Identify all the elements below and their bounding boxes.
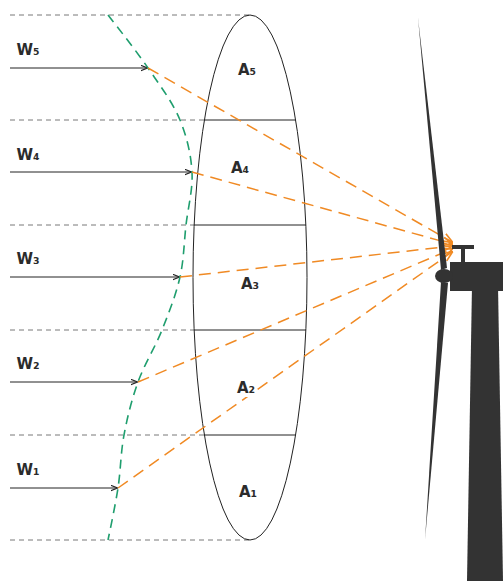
area-band: A₃ bbox=[239, 275, 261, 294]
area-label: A₃ bbox=[239, 275, 261, 294]
rotor-ellipse bbox=[193, 15, 307, 540]
sight-ray bbox=[180, 246, 452, 277]
wind-speed-label: W₅ bbox=[16, 42, 39, 59]
sight-ray bbox=[148, 68, 452, 242]
wind-profile bbox=[108, 15, 192, 540]
area-band: A₅ bbox=[236, 61, 258, 80]
area-band: A₂ bbox=[235, 379, 257, 398]
sight-ray bbox=[192, 172, 452, 244]
wind-turbine bbox=[418, 18, 503, 581]
area-label: A₂ bbox=[235, 379, 257, 398]
area-label: A₄ bbox=[229, 159, 251, 178]
band-dividers bbox=[194, 120, 306, 435]
wind-speed-label: W₃ bbox=[16, 251, 39, 268]
wind-speed-label: W₁ bbox=[16, 462, 39, 479]
area-band: A₁ bbox=[237, 483, 259, 502]
wind-arrows bbox=[10, 68, 191, 488]
wind-speed-label: W₄ bbox=[16, 147, 39, 164]
wind-speed-label: W₂ bbox=[16, 356, 39, 373]
area-label: A₁ bbox=[237, 483, 259, 502]
area-label: A₅ bbox=[236, 61, 258, 80]
area-band: A₄ bbox=[229, 159, 251, 178]
sight-ray bbox=[118, 252, 452, 488]
level-lines bbox=[10, 15, 250, 540]
